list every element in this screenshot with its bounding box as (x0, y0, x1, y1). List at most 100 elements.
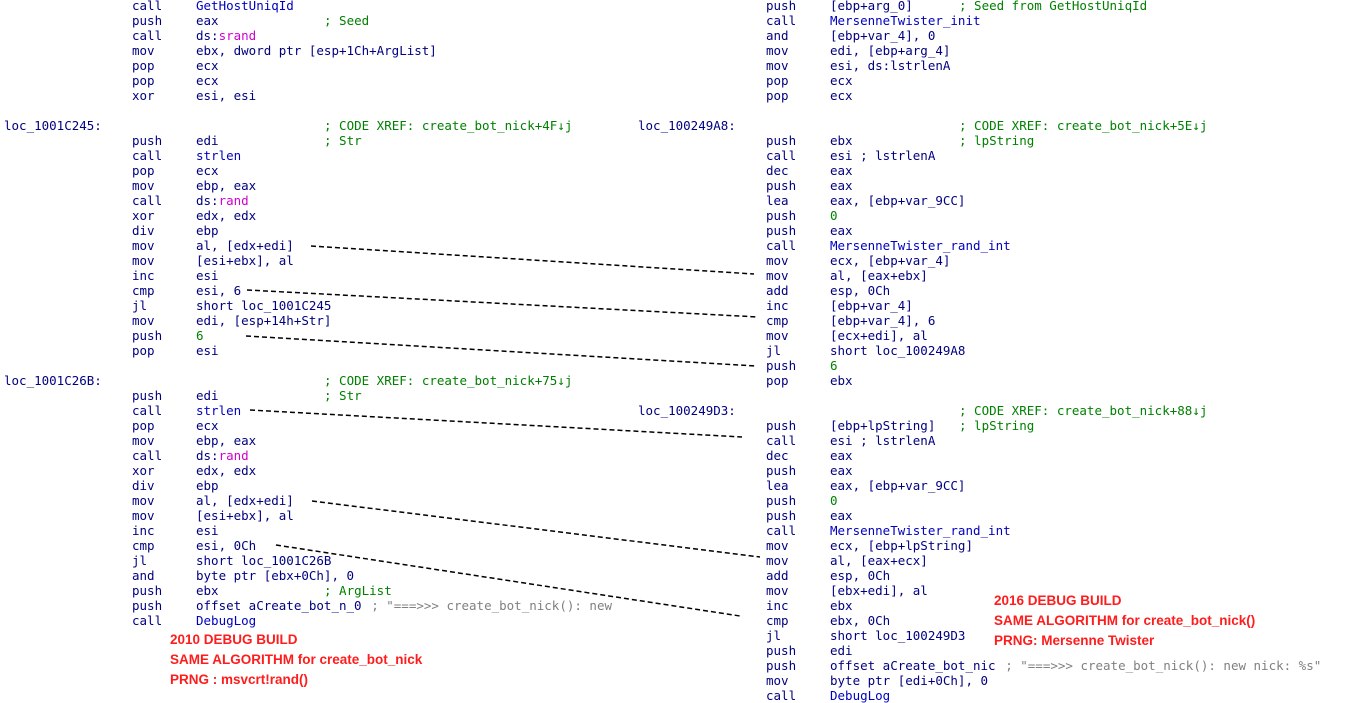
right-listing-line: mov[ecx+edi], al (0, 328, 1359, 343)
instruction-mnemonic: call (132, 193, 163, 208)
instruction-operands: ecx, [ebp+lpString] (830, 538, 973, 553)
instruction-mnemonic: push (766, 658, 797, 673)
instruction-operands: al, [eax+ecx] (830, 553, 928, 568)
instruction-operands: 0 (830, 208, 838, 223)
instruction-mnemonic: push (766, 358, 797, 373)
code-label[interactable]: loc_1001C245: (4, 118, 102, 133)
instruction-operands: byte ptr [ebx+0Ch], 0 (196, 568, 355, 583)
instruction-operands: edi (830, 643, 853, 658)
code-label[interactable]: loc_1001C26B: (4, 373, 102, 388)
annotation-2010-debug-build: 2010 DEBUG BUILD SAME ALGORITHM for crea… (170, 630, 422, 690)
instruction-mnemonic: div (132, 478, 155, 493)
instruction-operands: eax (830, 463, 853, 478)
instruction-mnemonic: cmp (132, 538, 155, 553)
instruction-operands: ecx (830, 73, 853, 88)
instruction-operands: esp, 0Ch (830, 568, 891, 583)
instruction-mnemonic: dec (766, 448, 789, 463)
instruction-operands: DebugLog (830, 688, 891, 703)
instruction-operands: [ebx+edi], al (830, 583, 928, 598)
instruction-mnemonic: call (132, 448, 163, 463)
instruction-comment: ; CODE XREF: create_bot_nick+88↓j (959, 403, 1208, 418)
code-label[interactable]: loc_100249D3: (638, 403, 736, 418)
instruction-mnemonic: mov (766, 268, 789, 283)
instruction-comment: ; CODE XREF: create_bot_nick+4F↓j (324, 118, 573, 133)
instruction-operands: eax (830, 508, 853, 523)
instruction-mnemonic: add (766, 568, 789, 583)
instruction-mnemonic: mov (132, 493, 155, 508)
instruction-operands: esi, ds:lstrlenA (830, 58, 951, 73)
instruction-mnemonic: cmp (132, 283, 155, 298)
note-2010-line-2: SAME ALGORITHM for create_bot_nick (170, 652, 423, 667)
instruction-mnemonic: mov (766, 673, 789, 688)
instruction-mnemonic: mov (132, 433, 155, 448)
instruction-comment: ; lpString (959, 418, 1035, 433)
instruction-operands: edi (196, 133, 219, 148)
instruction-operands: strlen (196, 403, 242, 418)
instruction-mnemonic: inc (132, 268, 155, 283)
instruction-operands: eax (196, 13, 219, 28)
instruction-mnemonic: pop (132, 163, 155, 178)
instruction-mnemonic: mov (766, 553, 789, 568)
instruction-operands: [ebp+var_4], 6 (830, 313, 936, 328)
instruction-operands: edi, [ebp+arg_4] (830, 43, 951, 58)
instruction-mnemonic: and (132, 568, 155, 583)
instruction-mnemonic: mov (132, 508, 155, 523)
left-listing-line: loc_1001C245: ; CODE XREF: create_bot_nic… (0, 118, 1359, 133)
instruction-operands: esp, 0Ch (830, 283, 891, 298)
instruction-mnemonic: push (766, 223, 797, 238)
instruction-operands: ecx (196, 58, 219, 73)
instruction-mnemonic: mov (766, 538, 789, 553)
instruction-mnemonic: mov (766, 583, 789, 598)
instruction-comment: ; CODE XREF: create_bot_nick+5E↓j (959, 118, 1208, 133)
instruction-comment: ; Seed from GetHostUniqId (959, 0, 1148, 13)
instruction-mnemonic: push (766, 133, 797, 148)
instruction-operands: esi ; lstrlenA (830, 148, 936, 163)
right-listing-line: add esp, 0Ch (0, 568, 1359, 583)
instruction-comment: ; Seed (324, 13, 370, 28)
instruction-mnemonic: lea (766, 193, 789, 208)
instruction-operands: ebx (196, 583, 219, 598)
instruction-operands: ds:rand (196, 448, 249, 463)
instruction-operands: short loc_1001C245 (196, 298, 332, 313)
instruction-mnemonic: pop (132, 343, 155, 358)
instruction-mnemonic: add (766, 283, 789, 298)
instruction-operands: al, [edx+edi] (196, 238, 294, 253)
instruction-mnemonic: mov (766, 328, 789, 343)
instruction-operands: [esi+ebx], al (196, 253, 294, 268)
instruction-mnemonic: call (766, 238, 797, 253)
instruction-operands: DebugLog (196, 613, 257, 628)
instruction-operands: eax (830, 163, 853, 178)
instruction-mnemonic: mov (132, 43, 155, 58)
right-listing-line: loc_100249D3: ; CODE XREF: create_bot_nic… (0, 403, 1359, 418)
left-listing-line: call ds:rand (0, 448, 1359, 463)
instruction-connector (275, 544, 741, 617)
instruction-operands: ebp, eax (196, 433, 257, 448)
instruction-operands: ds:srand (196, 28, 257, 43)
instruction-mnemonic: call (766, 688, 797, 703)
code-label[interactable]: loc_100249A8: (638, 118, 736, 133)
